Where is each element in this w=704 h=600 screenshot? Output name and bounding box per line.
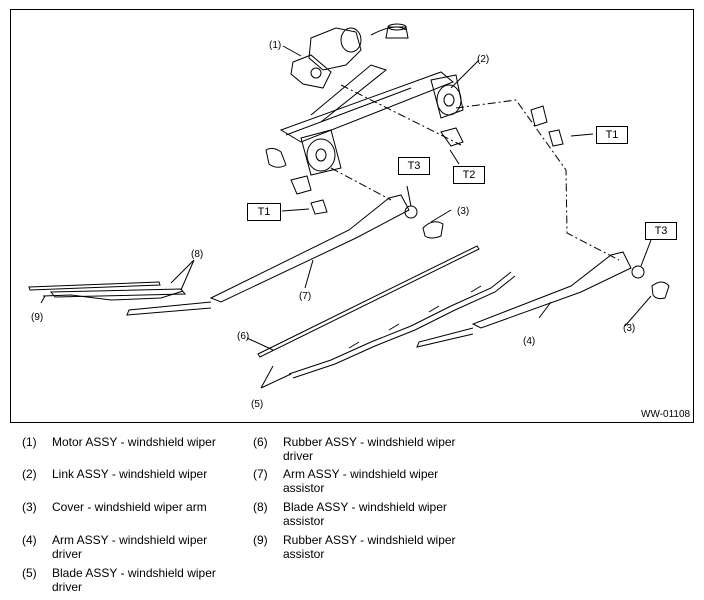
diagram-drawing xyxy=(28,23,670,389)
legend-text: Rubber ASSY - windshield wiper xyxy=(283,435,456,449)
callout-4: (4) xyxy=(523,336,536,347)
arm-assistor xyxy=(126,194,410,316)
grommet-top xyxy=(385,23,409,39)
torque-label-t1-right: T1 xyxy=(596,126,628,144)
legend-text: Arm ASSY - windshield wiper xyxy=(52,533,208,547)
legend-text-line-2: driver xyxy=(52,580,83,594)
legend-number: (3) xyxy=(22,500,37,514)
legend-text-line-2: driver xyxy=(283,449,314,463)
legend-number: (9) xyxy=(253,533,268,547)
callout-9: (9) xyxy=(31,312,44,323)
exploded-diagram: (1) (2) (3) (3) (4) (5) (6) (7) (8) (9) … xyxy=(10,9,694,423)
blade-driver xyxy=(288,271,516,379)
arm-driver xyxy=(416,251,632,348)
callout-8: (8) xyxy=(191,249,204,260)
legend-number: (1) xyxy=(22,435,37,449)
torque-label-t1-left: T1 xyxy=(247,203,281,221)
arm-nuts xyxy=(404,205,645,279)
torque-label-t3-right: T3 xyxy=(645,222,677,240)
blade-assistor xyxy=(28,281,187,301)
legend-text: Cover - windshield wiper arm xyxy=(52,500,207,514)
legend-number: (5) xyxy=(22,566,37,580)
legend-text: Blade ASSY - windshield wiper xyxy=(52,566,216,580)
callout-5: (5) xyxy=(251,399,264,410)
legend-number: (8) xyxy=(253,500,268,514)
torque-label-t3-center: T3 xyxy=(398,157,430,175)
legend-number: (4) xyxy=(22,533,37,547)
legend-text-line-2: driver xyxy=(52,547,83,561)
wiper-motor xyxy=(290,26,407,89)
guide-lines xyxy=(330,84,620,261)
rubber-driver xyxy=(257,245,480,358)
torque-label-t2: T2 xyxy=(453,166,485,184)
callout-6: (6) xyxy=(237,331,250,342)
legend-text: Link ASSY - windshield wiper xyxy=(52,467,208,481)
callout-1: (1) xyxy=(269,40,282,51)
legend-number: (6) xyxy=(253,435,268,449)
figure-id: WW-01108 xyxy=(641,409,691,420)
legend-text-line-2: assistor xyxy=(283,547,325,561)
leader-lines xyxy=(40,45,652,389)
legend-text-line-2: assistor xyxy=(283,514,325,528)
legend-text: Blade ASSY - windshield wiper xyxy=(283,500,447,514)
legend-text: Motor ASSY - windshield wiper xyxy=(52,435,216,449)
callout-2: (2) xyxy=(477,54,490,65)
callout-7: (7) xyxy=(299,291,312,302)
link-frame xyxy=(265,64,464,176)
legend-number: (7) xyxy=(253,467,268,481)
arm-covers xyxy=(422,221,670,300)
callout-3-left: (3) xyxy=(457,206,470,217)
legend-text-line-2: assistor xyxy=(283,481,325,495)
mounting-bolts xyxy=(290,105,564,215)
legend-text: Arm ASSY - windshield wiper xyxy=(283,467,439,481)
legend-number: (2) xyxy=(22,467,37,481)
legend-text: Rubber ASSY - windshield wiper xyxy=(283,533,456,547)
callout-3-right: (3) xyxy=(623,323,636,334)
